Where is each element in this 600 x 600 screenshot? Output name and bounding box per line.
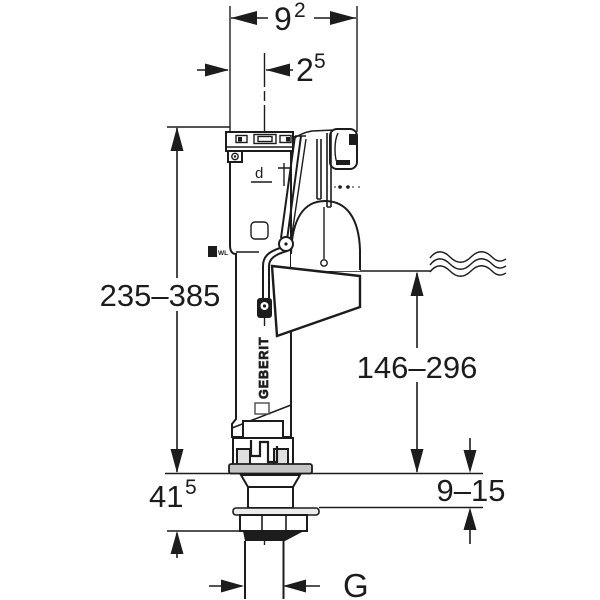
dim-thread-label: G [343, 567, 369, 600]
mounting-bracket [225, 131, 294, 163]
dim-panel-thickness-value: 9–15 [437, 473, 506, 508]
filling-hose [257, 247, 288, 326]
dim-shank-length-value: 41 [149, 479, 183, 514]
adjustment-rods [316, 133, 332, 267]
dimension-water-level-range: 146–296 [357, 271, 478, 473]
diameter-label: d [255, 165, 263, 182]
brand-mark: GEBERIT [254, 336, 271, 415]
dimension-panel-thickness: 9–15 [437, 438, 506, 544]
outlet-dome [290, 199, 361, 271]
fill-valve: d WL [208, 128, 362, 599]
dim-width-total-value: 9 [274, 1, 292, 37]
lever-arm [278, 135, 307, 252]
dim-water-level-value: 146–296 [357, 350, 478, 385]
dimension-width-total: 9 2 [231, 0, 356, 37]
dim-shank-length-sup: 5 [185, 476, 197, 499]
dim-width-offset-value: 2 [296, 52, 314, 88]
collar [243, 531, 304, 541]
dim-height-range-value: 235–385 [100, 278, 221, 313]
dim-width-offset-sup: 5 [314, 50, 326, 73]
washer [232, 507, 320, 516]
valve-head [278, 128, 360, 267]
rubber-flange [228, 463, 313, 475]
mounting-nut [239, 514, 308, 532]
brand-text: GEBERIT [257, 336, 271, 399]
water-level-symbol [429, 251, 507, 277]
inlet-mechanism [232, 420, 294, 467]
valve-body-details: d [231, 163, 292, 429]
water-level-tab: WL [208, 246, 228, 257]
wl-label: WL [218, 250, 228, 257]
dimension-thread-size: G [209, 567, 369, 600]
dimension-shank-length: 41 5 [149, 476, 197, 558]
dimension-width-offset: 2 5 [197, 50, 326, 88]
supply-shank [228, 463, 320, 599]
brand-logo-square [254, 402, 270, 415]
outlet-spout [270, 264, 362, 338]
dimension-height-range: 235–385 [100, 127, 221, 473]
threaded-pipe [244, 541, 285, 599]
dim-width-total-sup: 2 [294, 0, 306, 22]
